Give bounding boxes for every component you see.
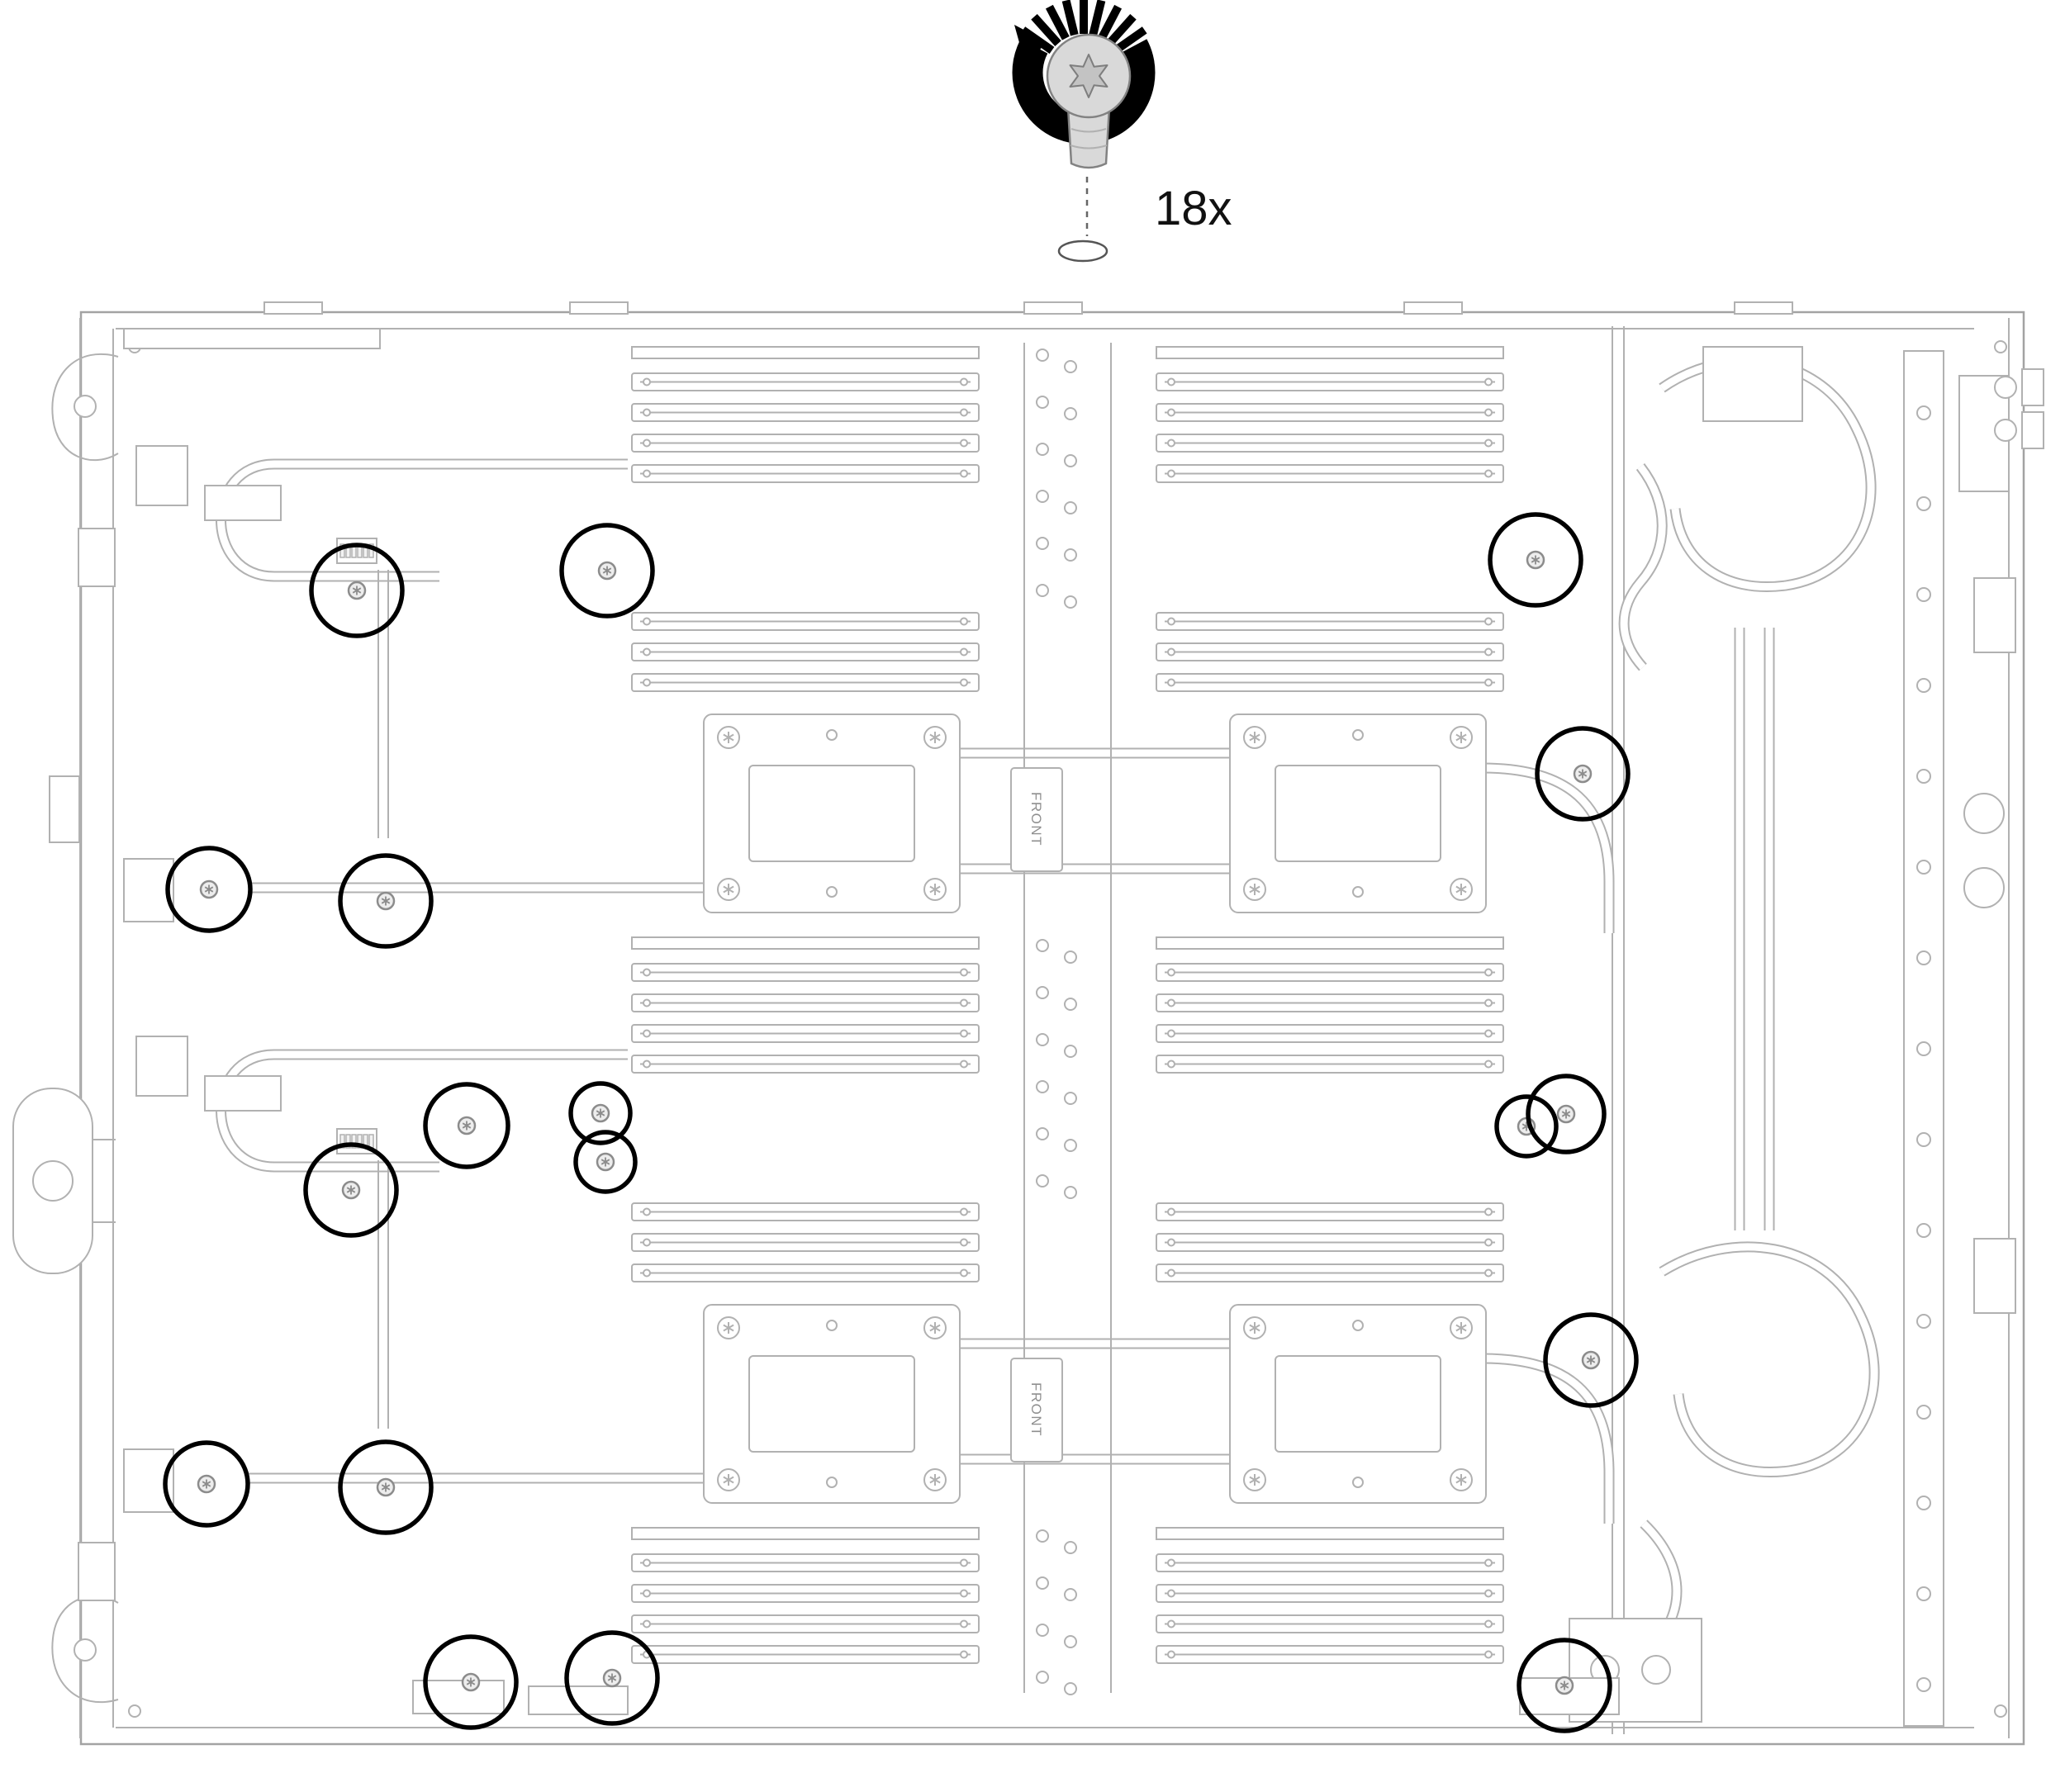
screw-icon — [602, 1668, 622, 1688]
screw-icon — [347, 581, 367, 600]
screw-icon — [341, 1180, 361, 1200]
screw-location-highlight — [165, 846, 253, 933]
screw-icon — [376, 891, 396, 911]
screw-location-highlight — [303, 1142, 399, 1238]
screw-icon — [1526, 550, 1545, 570]
screw-location-highlight — [1543, 1312, 1639, 1408]
screw-location-highlight — [1494, 1094, 1559, 1159]
right-manifold — [1569, 326, 2044, 1734]
screw-location-highlight — [423, 1634, 519, 1730]
motherboard-components: FRONT FRONT — [123, 328, 1620, 1715]
screw-icon — [199, 879, 219, 899]
screw-location-highlight — [1535, 726, 1631, 822]
front-marker-block-bottom — [1010, 1358, 1063, 1463]
screw-location-highlight — [1517, 1638, 1612, 1733]
screw-location-highlight — [338, 1439, 434, 1535]
front-marker-block-top — [1010, 767, 1063, 872]
torx-screw-icon — [1046, 33, 1132, 169]
screw-icon — [457, 1116, 477, 1135]
screw-location-highlight — [568, 1081, 633, 1145]
screw-icon — [591, 1103, 610, 1123]
screw-location-highlight — [1488, 512, 1583, 608]
screw-location-highlight — [309, 543, 405, 638]
screw-icon — [597, 561, 617, 581]
left-edge-hardware — [12, 318, 119, 1738]
screw-location-highlight — [338, 853, 434, 949]
screw-illustration: 18x — [1012, 0, 1232, 263]
front-label-top: FRONT — [1028, 792, 1044, 846]
tray-outline — [79, 301, 2025, 1746]
screw-location-highlight — [559, 523, 655, 619]
screw-location-highlight — [1526, 1074, 1607, 1154]
cold-plates — [704, 714, 1486, 1503]
screw-location-highlight — [564, 1630, 660, 1726]
screw-location-highlight — [163, 1440, 250, 1528]
screw-icon — [461, 1672, 481, 1692]
screw-location-highlight — [573, 1130, 638, 1194]
screw-count-label: 18x — [1155, 182, 1232, 235]
screw-icon — [1581, 1350, 1601, 1370]
screw-icon — [1556, 1104, 1576, 1124]
screw-icon — [1555, 1676, 1574, 1695]
screw-icon — [1573, 764, 1593, 784]
screw-hole-marker — [1057, 239, 1108, 263]
screw-icon — [596, 1152, 615, 1172]
front-label-bottom: FRONT — [1028, 1382, 1044, 1437]
screw-icon — [197, 1474, 216, 1494]
center-screw-pads — [1023, 343, 1112, 1695]
screw-icon — [376, 1477, 396, 1497]
screw-location-highlight — [423, 1082, 510, 1169]
screw-highlights-layer — [163, 512, 1639, 1733]
